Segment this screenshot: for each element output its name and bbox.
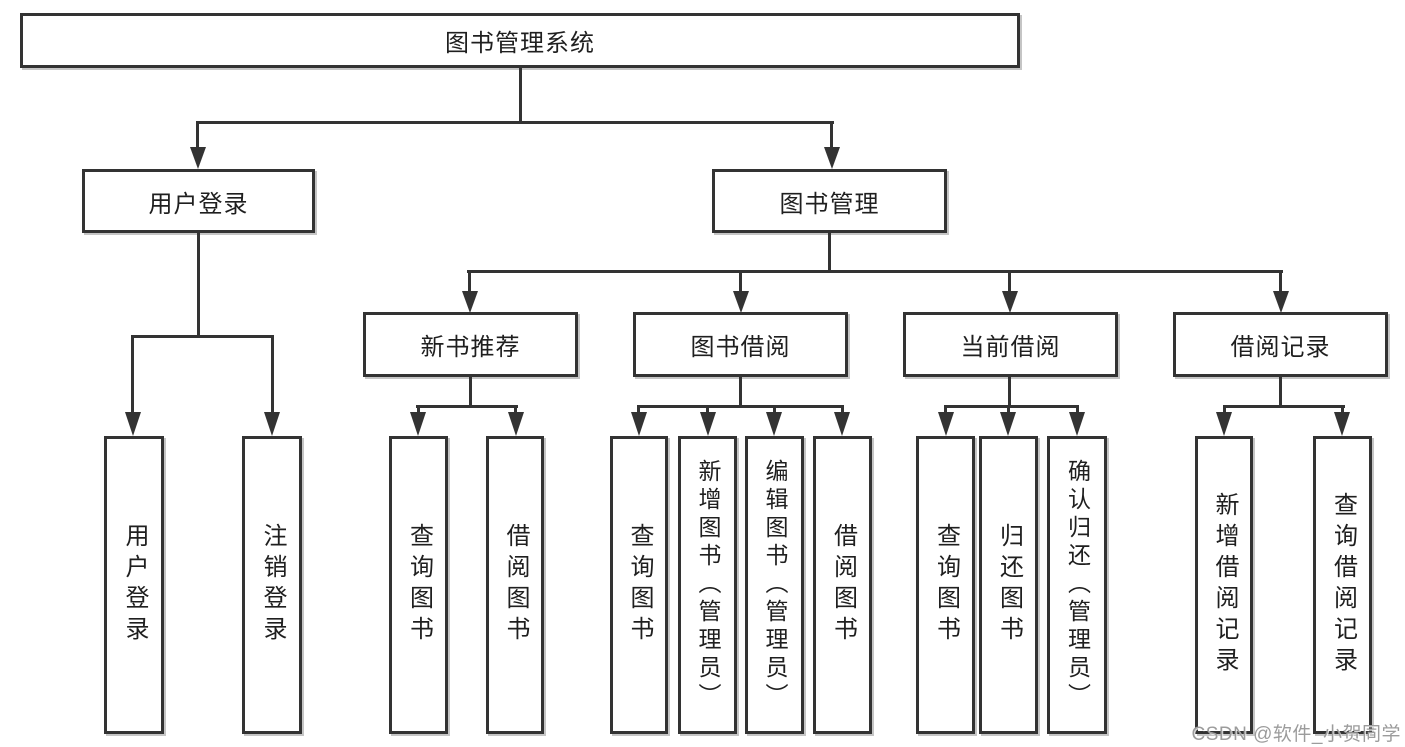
- arrow-down-icon: [508, 412, 524, 436]
- arrow-down-icon: [410, 412, 426, 436]
- connector-book-mgmt-stem: [830, 121, 833, 149]
- arrow-down-icon: [1069, 412, 1085, 436]
- node-book-management: 图书管理: [712, 169, 947, 233]
- leaf-query-borrow-record: 查询借阅记录: [1313, 436, 1372, 734]
- leaf-return-books-label: 归还图书: [995, 523, 1023, 647]
- leaf-add-books-admin-label: 新增图书（管理员）: [695, 459, 721, 711]
- arrow-down-icon: [700, 412, 716, 436]
- connector-borrowing-stem: [739, 270, 742, 293]
- leaf-user-login-label: 用户登录: [121, 523, 148, 647]
- leaf-return-books: 归还图书: [979, 436, 1038, 734]
- connector-user-login-stem: [196, 121, 199, 149]
- connector-leaf-stem: [841, 405, 844, 416]
- leaf-borrow-books-recommend: 借阅图书: [486, 436, 544, 734]
- connector-records-stem: [1279, 270, 1282, 293]
- leaf-user-login: 用户登录: [104, 436, 164, 734]
- connector-current-stem: [1008, 270, 1011, 293]
- connector-leaf-stem: [1341, 405, 1344, 416]
- connector-leaf-stem: [271, 335, 274, 414]
- connector-level3-branch: [467, 270, 1283, 273]
- node-book-borrowing: 图书借阅: [633, 312, 848, 377]
- leaf-query-books-recommend-label: 查询图书: [405, 523, 433, 647]
- connector-leaf-stem: [944, 405, 947, 416]
- connector-leaf-stem: [1007, 405, 1010, 416]
- arrow-down-icon: [824, 147, 840, 169]
- leaf-borrow-books-recommend-label: 借阅图书: [502, 523, 529, 647]
- connector-leaf-stem: [773, 405, 776, 416]
- connector-recommend-leaves-branch: [416, 405, 518, 408]
- connector-current-trunk: [1008, 377, 1011, 408]
- arrow-down-icon: [1334, 412, 1350, 436]
- connector-leaf-stem: [131, 335, 134, 414]
- connector-book-mgmt-trunk: [828, 233, 831, 273]
- arrow-down-icon: [766, 412, 782, 436]
- connector-root-trunk: [519, 68, 522, 124]
- connector-current-leaves-branch: [944, 405, 1079, 408]
- arrow-down-icon: [190, 147, 206, 169]
- arrow-down-icon: [1216, 412, 1232, 436]
- leaf-logout-label: 注销登录: [259, 523, 286, 647]
- leaf-logout: 注销登录: [242, 436, 302, 734]
- leaf-query-books-current: 查询图书: [916, 436, 975, 734]
- node-current-borrowing: 当前借阅: [903, 312, 1118, 377]
- arrow-down-icon: [834, 412, 850, 436]
- leaf-add-borrow-record-label: 新增借阅记录: [1211, 492, 1238, 678]
- connector-leaf-stem: [1223, 405, 1226, 416]
- arrow-down-icon: [264, 412, 280, 436]
- leaf-query-books-current-label: 查询图书: [932, 523, 960, 647]
- arrow-down-icon: [938, 412, 954, 436]
- connector-records-trunk: [1279, 377, 1282, 408]
- connector-user-leaves-branch: [131, 335, 274, 338]
- connector-recommend-trunk: [469, 377, 472, 408]
- connector-leaf-stem: [514, 405, 517, 416]
- connector-leaf-stem: [417, 405, 420, 416]
- node-borrowing-records: 借阅记录: [1173, 312, 1388, 377]
- connector-level2-branch: [196, 121, 834, 124]
- leaf-query-books-recommend: 查询图书: [389, 436, 448, 734]
- leaf-query-books-borrowing: 查询图书: [610, 436, 668, 734]
- connector-leaf-stem: [637, 405, 640, 416]
- leaf-edit-books-admin: 编辑图书（管理员）: [745, 436, 804, 734]
- leaf-confirm-return-admin-label: 确认归还（管理员）: [1064, 459, 1091, 711]
- arrow-down-icon: [1002, 291, 1018, 313]
- leaf-confirm-return-admin: 确认归还（管理员）: [1047, 436, 1107, 734]
- leaf-edit-books-admin-label: 编辑图书（管理员）: [762, 459, 788, 711]
- arrow-down-icon: [1273, 291, 1289, 313]
- arrow-down-icon: [462, 291, 478, 313]
- node-new-book-recommend: 新书推荐: [363, 312, 578, 377]
- arrow-down-icon: [1000, 412, 1016, 436]
- connector-leaf-stem: [1076, 405, 1079, 416]
- node-user-login: 用户登录: [82, 169, 315, 233]
- leaf-add-borrow-record: 新增借阅记录: [1195, 436, 1253, 734]
- connector-leaf-stem: [706, 405, 709, 416]
- connector-borrowing-leaves-branch: [637, 405, 844, 408]
- node-library-management-system: 图书管理系统: [20, 13, 1020, 68]
- arrow-down-icon: [125, 412, 141, 436]
- leaf-borrow-books-label: 借阅图书: [829, 523, 857, 647]
- leaf-query-borrow-record-label: 查询借阅记录: [1329, 492, 1357, 678]
- connector-user-login-trunk: [197, 233, 200, 338]
- leaf-query-books-borrowing-label: 查询图书: [626, 523, 653, 647]
- csdn-watermark: CSDN @软件_小贺同学: [1191, 724, 1401, 745]
- arrow-down-icon: [631, 412, 647, 436]
- leaf-borrow-books: 借阅图书: [813, 436, 872, 734]
- connector-borrowing-trunk: [739, 377, 742, 408]
- connector-recommend-stem: [468, 270, 471, 293]
- connector-records-leaves-branch: [1223, 405, 1345, 408]
- arrow-down-icon: [733, 291, 749, 313]
- leaf-add-books-admin: 新增图书（管理员）: [678, 436, 737, 734]
